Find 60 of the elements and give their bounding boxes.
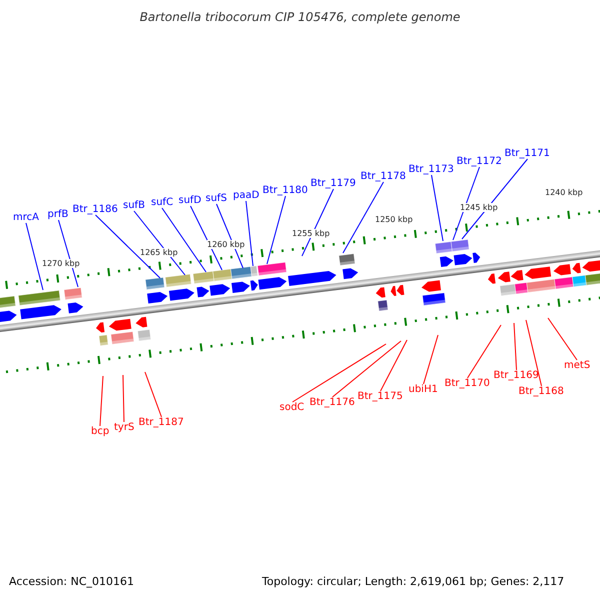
leader-line: [423, 334, 438, 384]
leader-line: [467, 324, 502, 378]
gene-label: Btr_1179: [310, 178, 356, 189]
title: Bartonella tribocorum CIP 105476, complete genome: [138, 10, 462, 24]
leader-line: [246, 200, 254, 266]
leader-line: [162, 208, 206, 272]
gene-label: prfB: [48, 209, 68, 220]
gene-label: Btr_1176: [310, 397, 355, 408]
leader-line: [342, 182, 384, 254]
gene-label: Btr_1186: [72, 204, 118, 215]
leader-line: [100, 376, 104, 426]
gene-label: sufB: [123, 200, 145, 211]
gene-label: Btr_1170: [444, 378, 490, 389]
leader-line: [190, 206, 222, 270]
gene-label: Btr_1178: [360, 171, 406, 182]
gene-label: sufS: [206, 193, 227, 204]
scale-label: 1260 kbp: [207, 240, 245, 249]
leader-line: [431, 174, 444, 242]
gene-label: tyrS: [114, 422, 134, 433]
gene-label: Btr_1169: [494, 370, 539, 381]
gene-label: Btr_1173: [408, 164, 454, 175]
leader-line: [58, 220, 78, 288]
leader-line: [380, 340, 408, 392]
leader-line: [292, 344, 386, 402]
gene-label: metS: [564, 360, 590, 371]
gene-label: bcp: [91, 426, 110, 437]
scale-label: 1240 kbp: [545, 188, 583, 197]
gene-label: Btr_1187: [138, 417, 184, 428]
leader-line: [134, 210, 186, 276]
leader-line: [302, 188, 334, 256]
footer-text: Accession: NC_010161: [9, 577, 134, 586]
leader-line: [122, 374, 124, 422]
gene-label: sodC: [280, 402, 304, 413]
leader-line: [144, 372, 162, 418]
scale-label: 1250 kbp: [375, 215, 413, 224]
leader-line: [216, 204, 244, 268]
footer-text: Topology: circular; Length: 2,619,061 bp; Genes: 2,117: [262, 577, 564, 586]
gene-label: Btr_1180: [262, 185, 308, 196]
leader-line: [332, 340, 402, 398]
gene-label: Btr_1168: [518, 386, 564, 397]
scale-label: 1265 kbp: [140, 248, 178, 257]
leader-line: [26, 222, 44, 290]
scale-label: 1270 kbp: [42, 259, 80, 268]
leader-line: [514, 322, 517, 370]
leader-line: [526, 320, 542, 386]
leader-line: [452, 166, 480, 240]
gene-label: mrcA: [13, 212, 39, 223]
leader-line: [95, 214, 160, 278]
scale-label: 1245 kbp: [460, 203, 498, 212]
gene-label: ubiH1: [408, 384, 438, 395]
leader-line: [266, 196, 286, 264]
leader-line: [548, 318, 578, 360]
gene-label: sufD: [178, 195, 202, 206]
gene-label: Btr_1171: [504, 148, 550, 159]
scale-label: 1255 kbp: [292, 229, 330, 238]
gene-label: paaD: [233, 190, 260, 201]
leader-line: [462, 158, 528, 240]
gene-label: Btr_1172: [456, 156, 502, 167]
gene-label: sufC: [151, 197, 174, 208]
gene-label: Btr_1175: [358, 391, 403, 402]
